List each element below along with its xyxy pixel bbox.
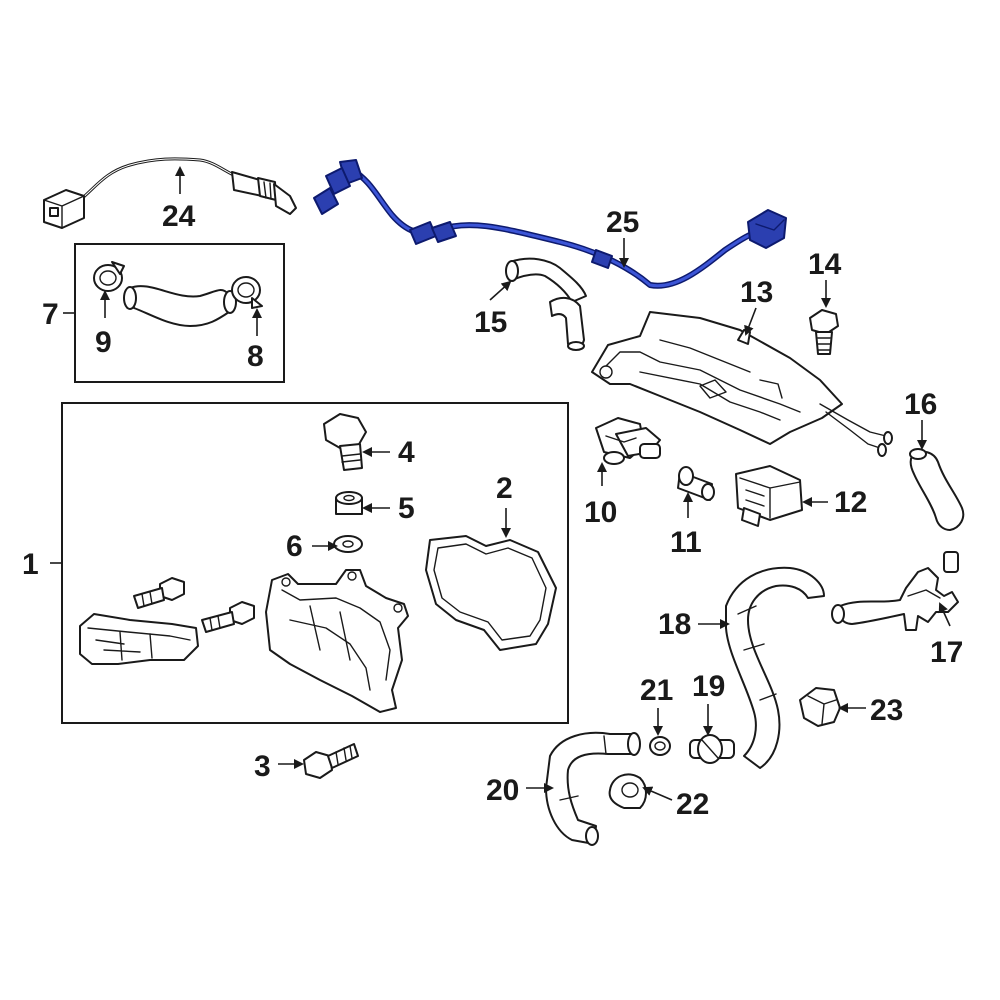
clamp-9-part[interactable] (93, 261, 125, 292)
hose-7-part[interactable] (123, 285, 237, 327)
bolt-14-part[interactable] (809, 309, 839, 355)
callout-21: 21 (640, 674, 673, 707)
junction-17-part[interactable] (831, 551, 959, 631)
callout-16: 16 (904, 388, 937, 421)
callout-13: 13 (740, 276, 773, 309)
camshaft-sensor-4-part[interactable] (323, 413, 367, 471)
callout-4: 4 (398, 436, 415, 469)
hose-15-part[interactable] (505, 257, 587, 351)
clip-22-part[interactable] (608, 773, 647, 809)
callout-9: 9 (95, 326, 112, 359)
callout-20: 20 (486, 774, 519, 807)
callout-10: 10 (584, 496, 617, 529)
clamp-21-part[interactable] (649, 736, 671, 756)
callout-3: 3 (254, 750, 271, 783)
callout-18: 18 (658, 608, 691, 641)
callout-6: 6 (286, 530, 303, 563)
oxygen-sensor-25-highlighted-part[interactable] (313, 159, 787, 289)
canister-bracket-13-part[interactable] (591, 311, 893, 457)
callout-5: 5 (398, 492, 415, 525)
callout-14: 14 (808, 248, 842, 281)
clamp-8-part[interactable] (231, 276, 263, 309)
callout-2: 2 (496, 472, 513, 505)
cylinder-11-part[interactable] (677, 466, 715, 501)
gasket-2-part[interactable] (425, 535, 557, 651)
callout-17: 17 (930, 636, 963, 669)
bolt-1b-part[interactable] (201, 601, 255, 633)
check-valve-19-part[interactable] (689, 734, 735, 764)
washer-6-part[interactable] (333, 535, 363, 553)
hose-18-part[interactable] (725, 566, 825, 769)
clip-23-part[interactable] (799, 687, 841, 727)
callout-1: 1 (22, 548, 39, 581)
callout-19: 19 (692, 670, 725, 703)
callout-25: 25 (606, 206, 639, 239)
callout-24: 24 (162, 200, 196, 233)
callout-12: 12 (834, 486, 867, 519)
module-12-part[interactable] (735, 465, 803, 527)
hose-20-part[interactable] (545, 731, 641, 846)
callout-11: 11 (670, 526, 702, 559)
hose-16-part[interactable] (909, 448, 965, 531)
callout-22: 22 (676, 788, 709, 821)
cover-1-part[interactable] (265, 569, 409, 713)
spacer-5-part[interactable] (335, 491, 363, 515)
leader-lines (50, 166, 951, 801)
bracket-1-part[interactable] (79, 613, 199, 665)
bolt-1a-part[interactable] (133, 577, 185, 609)
callout-8: 8 (247, 340, 264, 373)
callout-23: 23 (870, 694, 903, 727)
purge-valve-10-part[interactable] (595, 417, 661, 465)
callout-15: 15 (474, 306, 507, 339)
callout-7: 7 (42, 298, 59, 331)
oxygen-sensor-24-part[interactable] (43, 157, 297, 229)
callout-labels: 1 2 3 4 5 6 7 8 9 10 11 12 13 14 15 16 1… (22, 200, 963, 821)
bolt-3-part[interactable] (303, 743, 359, 779)
